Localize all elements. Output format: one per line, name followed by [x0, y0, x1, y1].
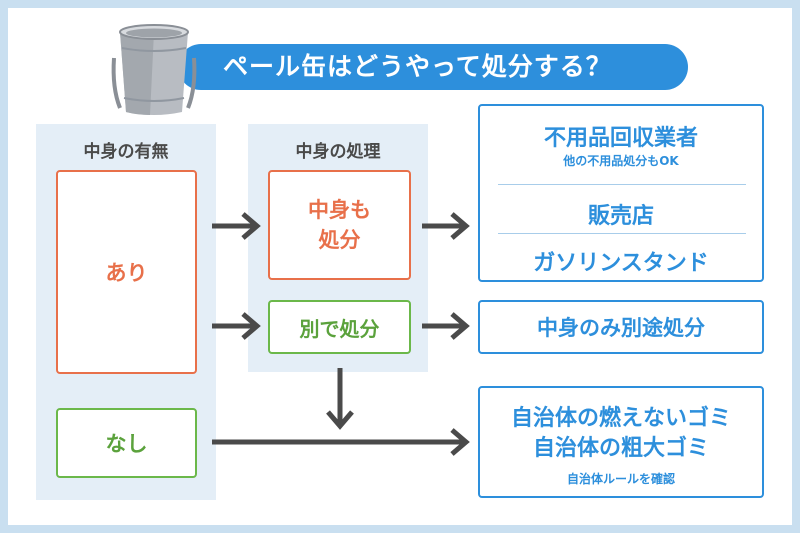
presence-no-box: なし — [56, 408, 197, 478]
dispose-with-contents-label: 中身も 処分 — [308, 198, 371, 252]
municipal-garbage-box: 自治体の燃えないゴミ 自治体の粗大ゴミ 自治体ルールを確認 — [478, 386, 764, 498]
store-label: 販売店 — [587, 204, 654, 229]
paint-bucket-icon — [111, 24, 197, 115]
separate-disposal-box: 中身のみ別途処分 — [478, 300, 764, 354]
rule-note: 自治体ルールを確認 — [566, 472, 675, 486]
non-burnable-label: 自治体の燃えないゴミ — [510, 406, 731, 431]
oversized-label: 自治体の粗大ゴミ — [532, 436, 709, 461]
treatment-panel-title: 中身の処理 — [295, 142, 381, 162]
divider — [498, 233, 746, 234]
junk-collector-note: 他の不用品処分もOK — [563, 154, 679, 168]
divider — [498, 184, 746, 185]
junk-collector-label: 不用品回収業者 — [543, 126, 698, 151]
page-title: ペール缶はどうやって処分する？ — [178, 44, 688, 90]
separate-disposal-label: 中身のみ別途処分 — [537, 316, 705, 340]
destinations-contents-box: 不用品回収業者 他の不用品処分もOK 販売店 ガソリンスタンド — [478, 104, 764, 282]
gas-station-label: ガソリンスタンド — [533, 251, 709, 276]
presence-panel-title: 中身の有無 — [83, 142, 169, 162]
dispose-separately-box: 別で処分 — [268, 300, 411, 354]
dispose-with-contents-box: 中身も 処分 — [268, 170, 411, 280]
presence-yes-label: あり — [105, 261, 148, 285]
presence-yes-box: あり — [56, 170, 197, 374]
dispose-separately-label: 別で処分 — [299, 316, 380, 341]
presence-no-label: なし — [105, 432, 148, 456]
